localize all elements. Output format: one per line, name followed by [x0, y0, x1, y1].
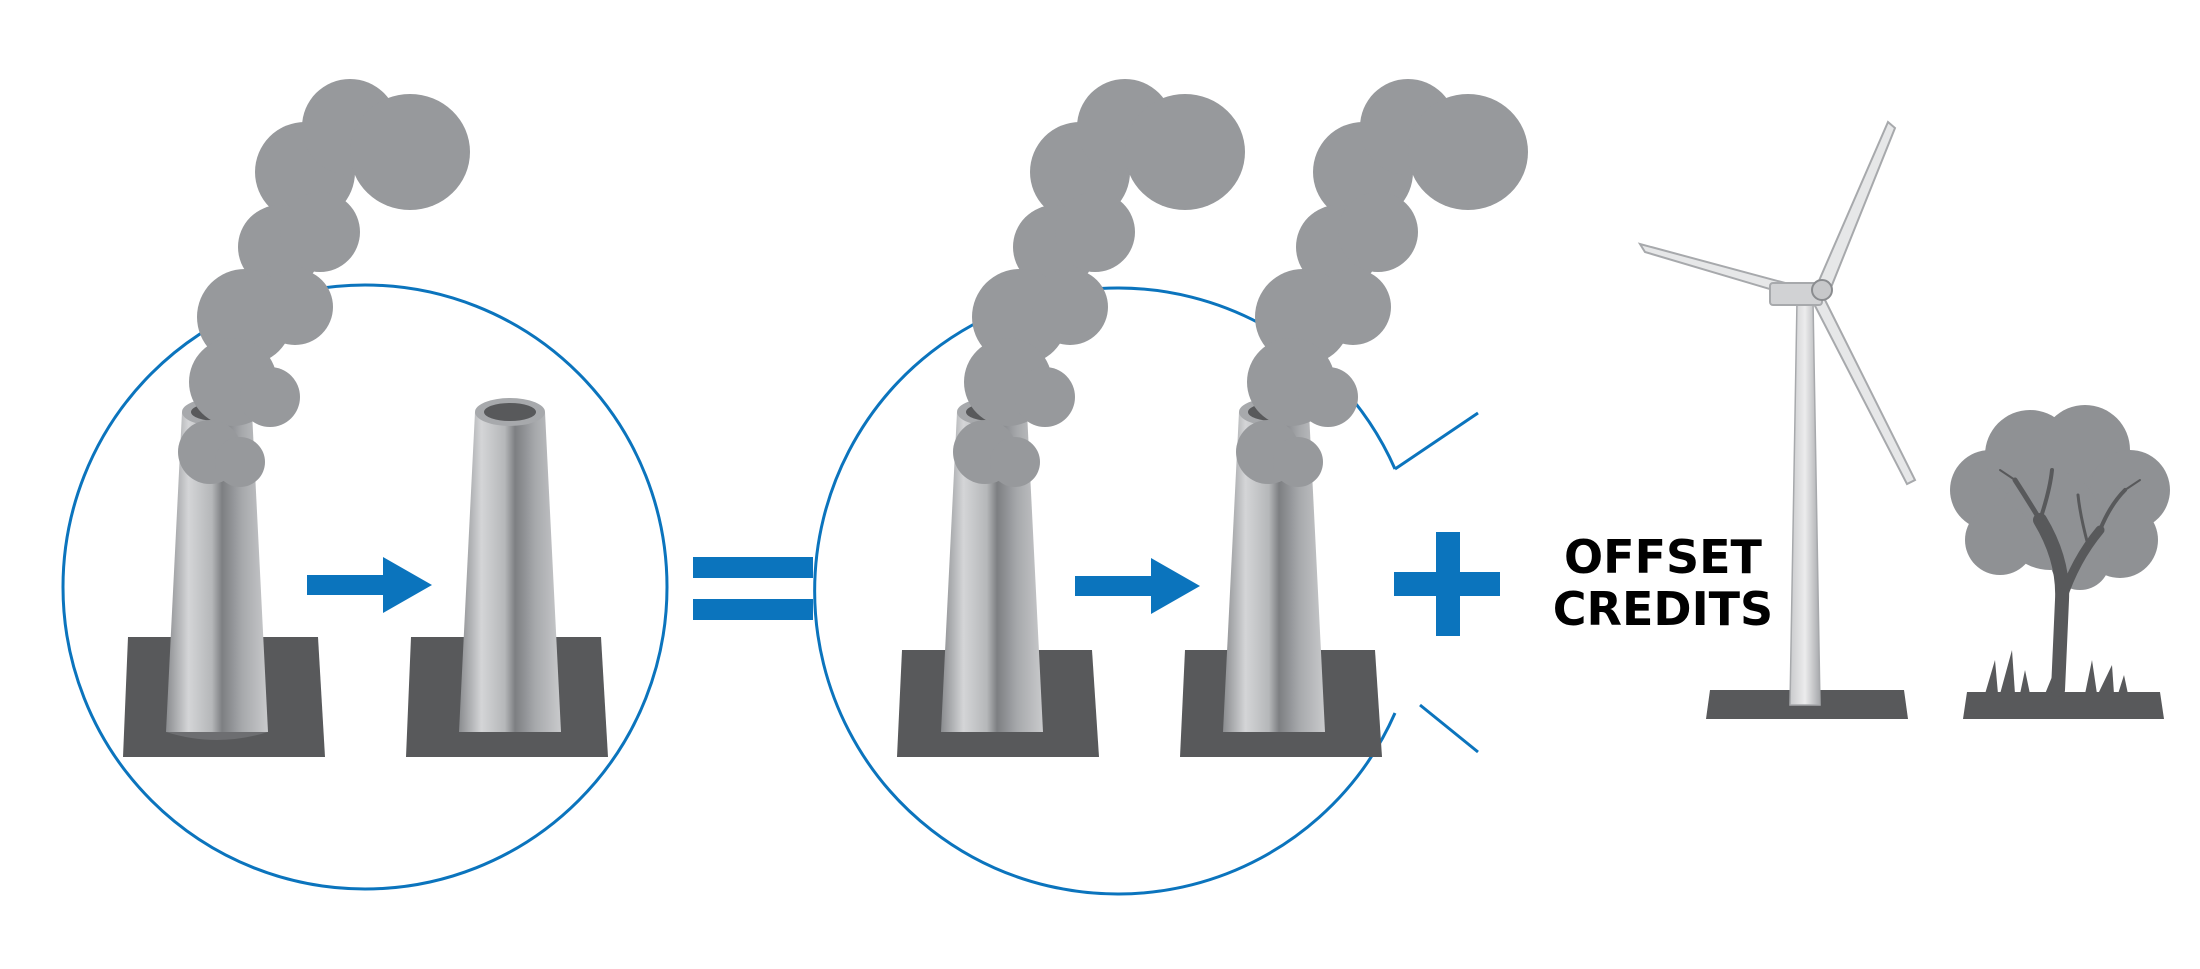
tree-icon	[1950, 405, 2170, 719]
left-boundary-circle	[61, 283, 669, 891]
wind-turbine-icon	[1637, 120, 1917, 719]
offset-label-line2: CREDITS	[1552, 582, 1774, 636]
offset-label-line1: OFFSET	[1564, 530, 1762, 584]
smoke-icon	[1236, 79, 1528, 487]
plus-icon	[1394, 532, 1500, 636]
smokestack-icon	[406, 398, 608, 757]
offset-credits-label: OFFSET CREDITS	[1548, 531, 1778, 635]
arrow-right-icon	[1075, 558, 1200, 614]
right-boundary-arc	[813, 286, 1397, 896]
arrow-right-icon	[307, 557, 432, 613]
bracket-bottom-tick	[1419, 703, 1479, 754]
smoke-icon	[178, 79, 470, 487]
smoke-icon	[953, 79, 1245, 487]
equals-icon	[693, 557, 813, 620]
bracket-top-tick	[1394, 411, 1479, 471]
